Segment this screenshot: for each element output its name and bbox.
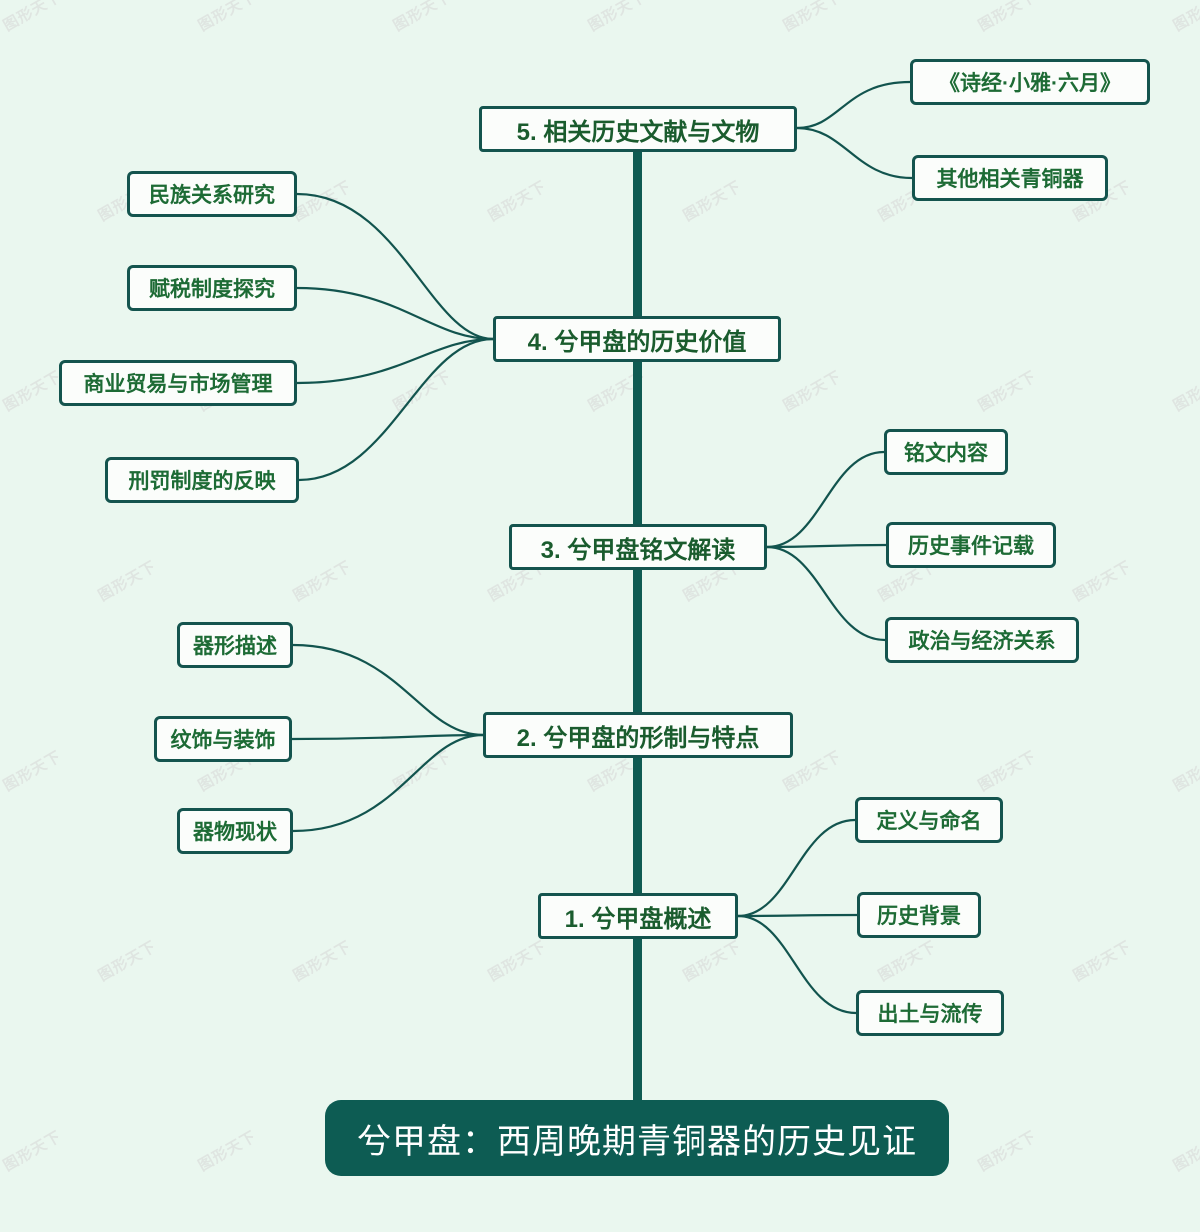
edge-b2-c0 (292, 643, 484, 737)
watermark-text: 图形天下 (390, 0, 455, 35)
watermark-text: 图形天下 (1170, 0, 1200, 35)
leaf-node-b1-c1[interactable]: 历史背景 (857, 892, 981, 938)
watermark-text: 图形天下 (485, 937, 550, 985)
leaf-node-b4-c3-label: 刑罚制度的反映 (128, 470, 276, 493)
root-node[interactable]: 兮甲盘：西周晚期青铜器的历史见证 (325, 1100, 949, 1176)
watermark-text: 图形天下 (780, 0, 845, 35)
leaf-node-b1-c1-label: 历史背景 (877, 905, 961, 928)
leaf-node-b1-c0-label: 定义与命名 (876, 810, 982, 833)
leaf-node-b2-c1-label: 纹饰与装饰 (170, 729, 276, 752)
leaf-node-b4-c2-label: 商业贸易与市场管理 (83, 373, 273, 396)
trunk-line (633, 128, 642, 1100)
leaf-node-b3-c2-label: 政治与经济关系 (908, 630, 1056, 653)
watermark-text: 图形天下 (1170, 1127, 1200, 1175)
edge-b4-c1 (296, 286, 494, 341)
leaf-node-b5-c0-label: 《诗经·小雅·六月》 (939, 72, 1121, 95)
branch-node-4-label: 4. 兮甲盘的历史价值 (527, 328, 747, 356)
edge-b3-c1 (766, 543, 887, 549)
edge-b3-c2 (766, 545, 886, 642)
leaf-node-b4-c3[interactable]: 刑罚制度的反映 (105, 457, 299, 503)
edge-b2-c2 (292, 733, 484, 833)
branch-node-3[interactable]: 3. 兮甲盘铭文解读 (509, 524, 767, 570)
edge-b3-c0 (766, 450, 885, 549)
watermark-text: 图形天下 (975, 747, 1040, 795)
watermark-text: 图形天下 (585, 367, 650, 415)
watermark-text: 图形天下 (195, 0, 260, 35)
watermark-text: 图形天下 (0, 367, 65, 415)
watermark-text: 图形天下 (975, 0, 1040, 35)
leaf-node-b4-c1[interactable]: 赋税制度探究 (127, 265, 297, 311)
watermark-text: 图形天下 (390, 367, 455, 415)
leaf-node-b4-c1-label: 赋税制度探究 (149, 278, 275, 301)
edge-b4-c3 (298, 337, 494, 482)
branch-node-1[interactable]: 1. 兮甲盘概述 (538, 893, 738, 939)
branch-node-3-label: 3. 兮甲盘铭文解读 (540, 536, 736, 564)
leaf-node-b1-c2[interactable]: 出土与流传 (856, 990, 1004, 1036)
branch-node-5-label: 5. 相关历史文献与文物 (516, 118, 760, 146)
watermark-text: 图形天下 (0, 747, 65, 795)
watermark-text: 图形天下 (195, 1127, 260, 1175)
edge-b1-c0 (737, 818, 856, 918)
edge-b4-c2 (296, 337, 494, 385)
leaf-node-b2-c2[interactable]: 器物现状 (177, 808, 293, 854)
watermark-text: 图形天下 (0, 1127, 65, 1175)
watermark-text: 图形天下 (0, 0, 65, 35)
leaf-node-b4-c0[interactable]: 民族关系研究 (127, 171, 297, 217)
watermark-text: 图形天下 (485, 177, 550, 225)
branch-node-4[interactable]: 4. 兮甲盘的历史价值 (493, 316, 781, 362)
edge-b1-c2 (737, 914, 857, 1015)
edge-b4-c0 (296, 192, 494, 341)
root-node-label: 兮甲盘：西周晚期青铜器的历史见证 (357, 1122, 917, 1161)
leaf-node-b5-c0[interactable]: 《诗经·小雅·六月》 (910, 59, 1150, 105)
leaf-node-b5-c1[interactable]: 其他相关青铜器 (912, 155, 1108, 201)
watermark-text: 图形天下 (585, 0, 650, 35)
leaf-node-b2-c1[interactable]: 纹饰与装饰 (154, 716, 292, 762)
edge-b5-c0 (796, 80, 911, 130)
watermark-text: 图形天下 (95, 937, 160, 985)
edge-b2-c1 (291, 733, 484, 741)
watermark-text: 图形天下 (290, 937, 355, 985)
leaf-node-b3-c0-label: 铭文内容 (904, 442, 988, 465)
branch-node-5[interactable]: 5. 相关历史文献与文物 (479, 106, 797, 152)
leaf-node-b2-c2-label: 器物现状 (193, 821, 277, 844)
leaf-node-b3-c1-label: 历史事件记载 (908, 535, 1034, 558)
leaf-node-b5-c1-label: 其他相关青铜器 (936, 168, 1084, 191)
branch-node-2-label: 2. 兮甲盘的形制与特点 (516, 724, 760, 752)
watermark-text: 图形天下 (975, 1127, 1040, 1175)
watermark-text: 图形天下 (390, 747, 455, 795)
watermark-text: 图形天下 (1070, 937, 1135, 985)
leaf-node-b2-c0[interactable]: 器形描述 (177, 622, 293, 668)
leaf-node-b4-c0-label: 民族关系研究 (149, 184, 275, 207)
watermark-text: 图形天下 (1070, 557, 1135, 605)
edge-b5-c1 (796, 126, 913, 180)
watermark-text: 图形天下 (780, 367, 845, 415)
watermark-text: 图形天下 (290, 177, 355, 225)
watermark-text: 图形天下 (975, 367, 1040, 415)
watermark-text: 图形天下 (680, 177, 745, 225)
watermark-text: 图形天下 (1170, 367, 1200, 415)
leaf-node-b1-c0[interactable]: 定义与命名 (855, 797, 1003, 843)
watermark-text: 图形天下 (290, 557, 355, 605)
watermark-text: 图形天下 (680, 937, 745, 985)
branch-node-2[interactable]: 2. 兮甲盘的形制与特点 (483, 712, 793, 758)
leaf-node-b4-c2[interactable]: 商业贸易与市场管理 (59, 360, 297, 406)
leaf-node-b2-c0-label: 器形描述 (193, 635, 277, 658)
leaf-node-b3-c2[interactable]: 政治与经济关系 (885, 617, 1079, 663)
watermark-text: 图形天下 (875, 937, 940, 985)
leaf-node-b3-c1[interactable]: 历史事件记载 (886, 522, 1056, 568)
edge-b1-c1 (737, 913, 858, 918)
watermark-text: 图形天下 (95, 557, 160, 605)
leaf-node-b3-c0[interactable]: 铭文内容 (884, 429, 1008, 475)
branch-node-1-label: 1. 兮甲盘概述 (564, 905, 712, 933)
leaf-node-b1-c2-label: 出土与流传 (877, 1003, 983, 1026)
watermark-text: 图形天下 (1170, 747, 1200, 795)
